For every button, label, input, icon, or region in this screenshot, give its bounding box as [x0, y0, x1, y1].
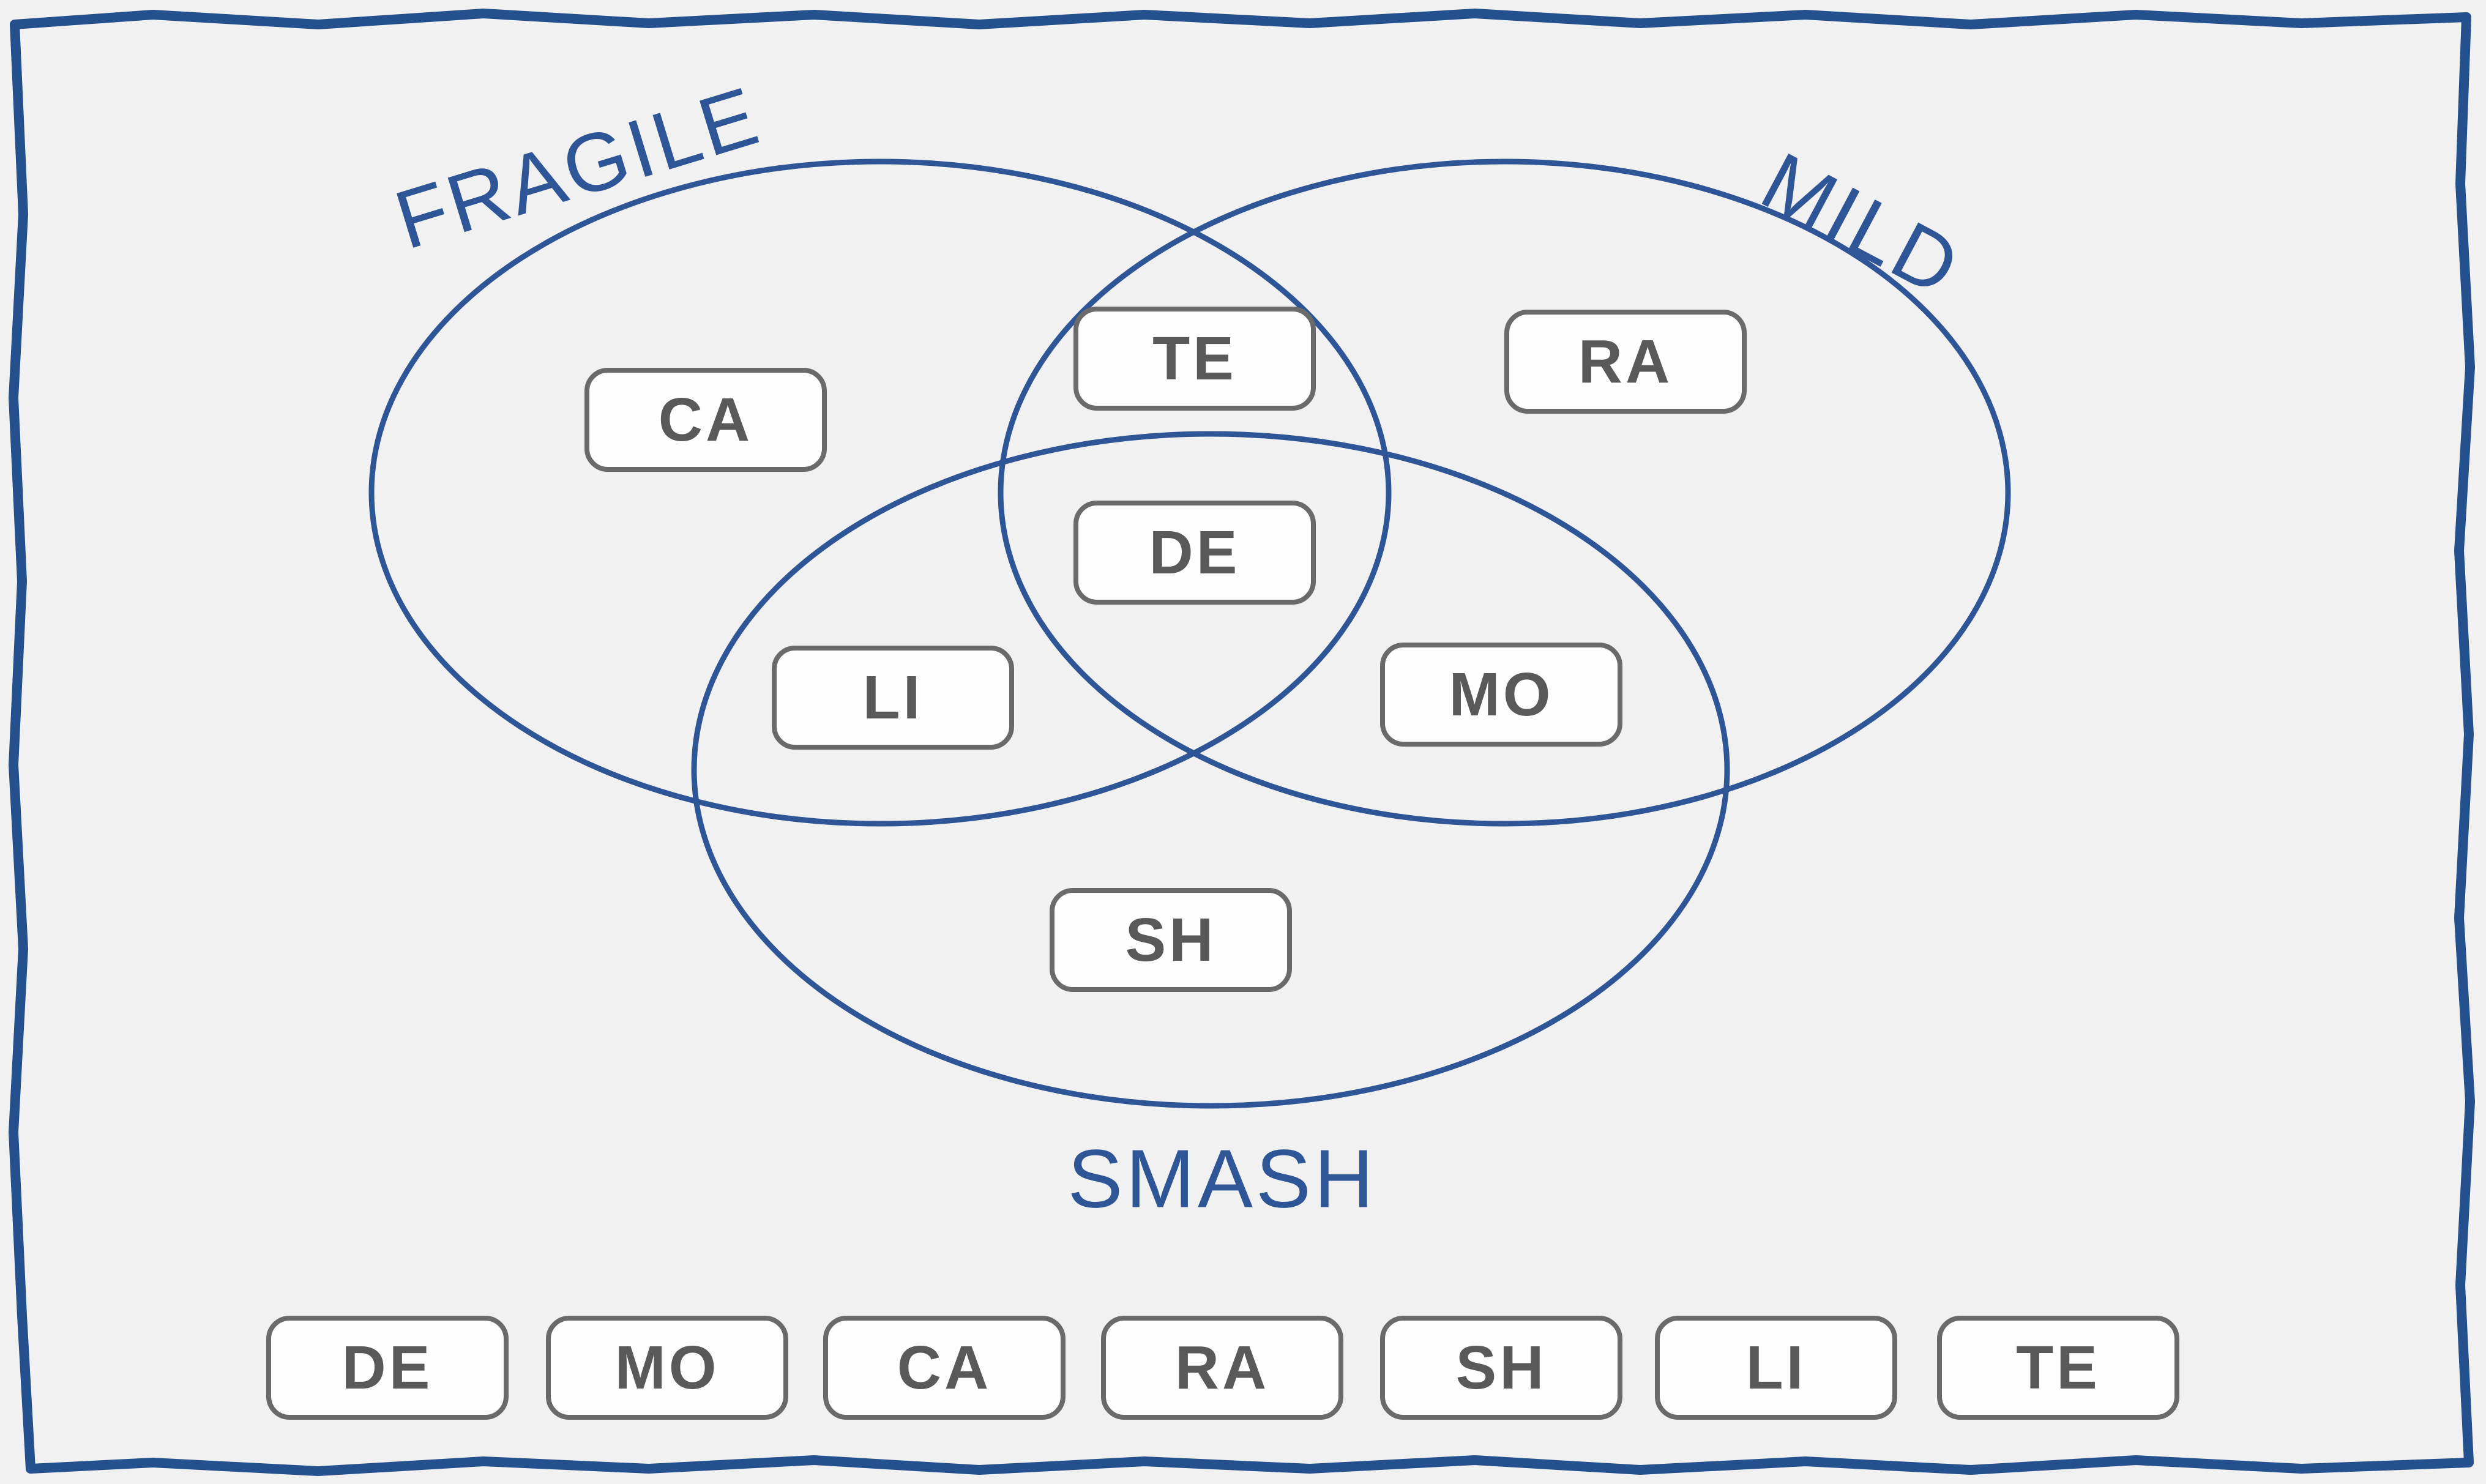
tray-tile-ra[interactable]: RA — [1101, 1316, 1343, 1420]
placed-tile-de[interactable]: DE — [1073, 501, 1316, 605]
placed-tile-mo[interactable]: MO — [1380, 643, 1622, 747]
smash-circle — [691, 431, 1730, 1109]
tray-tile-te[interactable]: TE — [1937, 1316, 2179, 1420]
tray-tile-ca[interactable]: CA — [823, 1316, 1066, 1420]
tray-tile-mo[interactable]: MO — [546, 1316, 788, 1420]
tray-tile-li[interactable]: LI — [1655, 1316, 1897, 1420]
placed-tile-ca[interactable]: CA — [584, 368, 827, 472]
placed-tile-ra[interactable]: RA — [1504, 310, 1747, 414]
tray-tile-de[interactable]: DE — [266, 1316, 509, 1420]
fragile-circle — [368, 158, 1392, 827]
placed-tile-li[interactable]: LI — [772, 646, 1014, 750]
hand-drawn-frame — [9, 9, 2475, 1476]
placed-tile-te[interactable]: TE — [1073, 307, 1316, 411]
mild-circle — [998, 158, 2011, 827]
smash-circle-label: SMASH — [1067, 1132, 1377, 1225]
tray-tile-sh[interactable]: SH — [1380, 1316, 1622, 1420]
placed-tile-sh[interactable]: SH — [1050, 888, 1292, 992]
